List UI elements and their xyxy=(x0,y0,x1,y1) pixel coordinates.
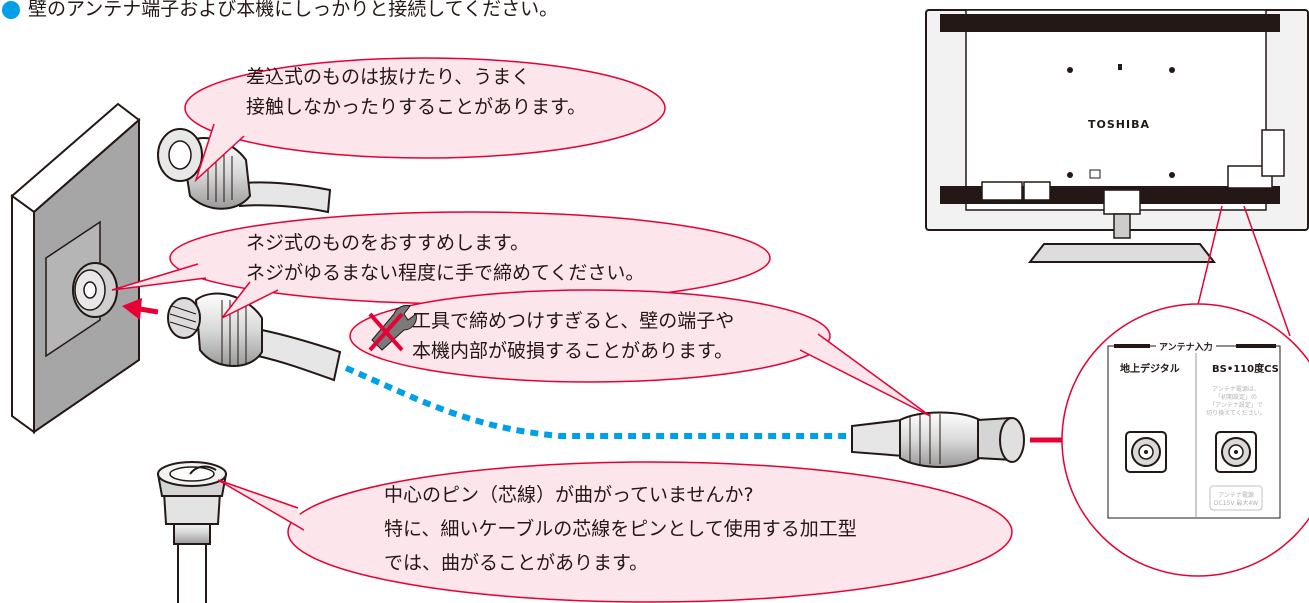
bubble-plug-in-line-1: 差込式のものは抜けたり、うまく xyxy=(246,66,531,88)
push-in-plug xyxy=(157,128,332,214)
terrestrial-label: 地上デジタル xyxy=(1120,364,1180,375)
satellite-label: BS•110度CS xyxy=(1212,364,1279,375)
bullet-dot xyxy=(2,1,20,19)
antenna-panel-zoom xyxy=(1061,303,1309,577)
bubble-pin-line-3: では、曲がることがあります。 xyxy=(384,552,649,574)
no-tools-icon xyxy=(368,305,417,352)
bubble-tool-warning xyxy=(349,289,931,417)
satellite-antenna-jack xyxy=(1215,431,1257,473)
antenna-panel-title: アンテナ入力 xyxy=(1156,340,1216,353)
bubble-pin-line-1: 中心のピン（芯線）が曲がっていませんか? xyxy=(384,484,754,506)
terrestrial-antenna-jack xyxy=(1125,431,1167,473)
bubble-plug-in xyxy=(184,57,666,183)
tv-brand-logo: TOSHIBA xyxy=(1088,118,1150,131)
arrow-to-wall xyxy=(122,298,159,320)
bubble-plug-in-line-2: 接触しなかったりすることがあります。 xyxy=(246,96,587,118)
plug-to-tv xyxy=(851,411,1025,468)
bent-pin-connector xyxy=(156,461,228,603)
bubble-pin-line-2: 特に、細いケーブルの芯線をピンとして使用する加工型 xyxy=(384,518,857,540)
antenna-power-note: アンテナ電源は、 「初期設定」の 「アンテナ設定」で 切り換えてください。 xyxy=(1206,386,1266,417)
wall-plate xyxy=(10,102,141,434)
cable-dotted-line xyxy=(344,365,852,439)
antenna-power-rating: アンテナ電源 DC15V 最大4W xyxy=(1213,492,1259,507)
bubble-tool-warning-line-2: 本機内部が破損することがあります。 xyxy=(412,340,734,362)
bubble-screw-line-2: ネジがゆるまない程度に手で締めてください。 xyxy=(246,262,645,284)
wall-antenna-terminal xyxy=(72,262,118,318)
bubble-tool-warning-line-1: 工具で締めつけすぎると、壁の端子や xyxy=(412,310,735,332)
bubble-screw xyxy=(111,211,771,319)
tv-rear-view xyxy=(925,9,1309,263)
screw-plug xyxy=(167,292,342,382)
bubble-pin xyxy=(217,461,1013,603)
bubble-screw-line-1: ネジ式のものをおすすめします。 xyxy=(246,232,530,254)
header-instruction: 壁のアンテナ端子および本機にしっかりと接続してください。 xyxy=(28,0,559,20)
